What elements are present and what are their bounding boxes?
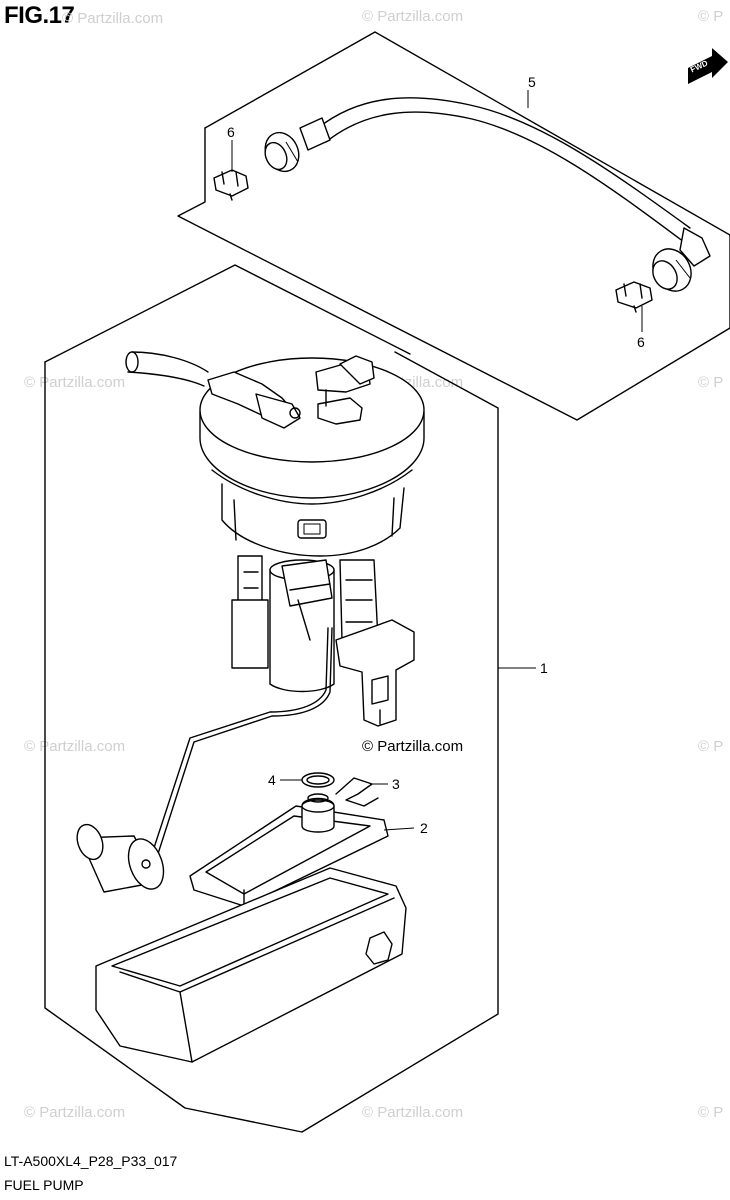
watermark: © Partzilla.com bbox=[362, 1104, 464, 1121]
diagram-name: FUEL PUMP bbox=[4, 1177, 84, 1193]
fuel-pump-body bbox=[125, 351, 425, 861]
fwd-arrow-tag bbox=[688, 48, 728, 84]
callout-5: 5 bbox=[528, 74, 536, 90]
watermark: © Partzilla.com bbox=[24, 374, 126, 391]
hose-clamp-left bbox=[213, 169, 249, 201]
callout-1: 1 bbox=[540, 660, 548, 676]
hose-clamp-right bbox=[615, 281, 653, 313]
o-ring bbox=[301, 772, 335, 788]
watermark-edge: © P bbox=[698, 374, 724, 391]
watermark: © Partzilla.com bbox=[24, 738, 126, 755]
pump-panel-frame bbox=[44, 264, 499, 1133]
watermark-edge: © P bbox=[698, 8, 724, 25]
watermark-edge: © P bbox=[698, 1104, 724, 1121]
clip-spring bbox=[335, 777, 379, 807]
watermark-edge: © P bbox=[698, 738, 724, 755]
watermark-center: © Partzilla.com bbox=[362, 738, 464, 755]
fuel-filter bbox=[189, 793, 389, 907]
watermark: © Partzilla.com bbox=[362, 8, 464, 25]
figure-title: FIG.17 bbox=[4, 2, 75, 29]
watermark: © Partzilla.com bbox=[24, 1104, 126, 1121]
callout-2: 2 bbox=[420, 820, 428, 836]
watermark: © Partzilla.com bbox=[62, 10, 164, 27]
diagram-code: LT-A500XL4_P28_P33_017 bbox=[4, 1153, 178, 1169]
hose-panel-frame bbox=[177, 31, 730, 421]
callout-6-lower: 6 bbox=[637, 334, 645, 350]
strainer-tray bbox=[95, 867, 407, 1063]
callout-4: 4 bbox=[268, 772, 276, 788]
fuel-level-float bbox=[76, 823, 165, 893]
callout-leaders bbox=[231, 90, 643, 831]
fuel-hose bbox=[264, 97, 711, 292]
callout-3: 3 bbox=[392, 776, 400, 792]
callout-6-upper: 6 bbox=[227, 124, 235, 140]
